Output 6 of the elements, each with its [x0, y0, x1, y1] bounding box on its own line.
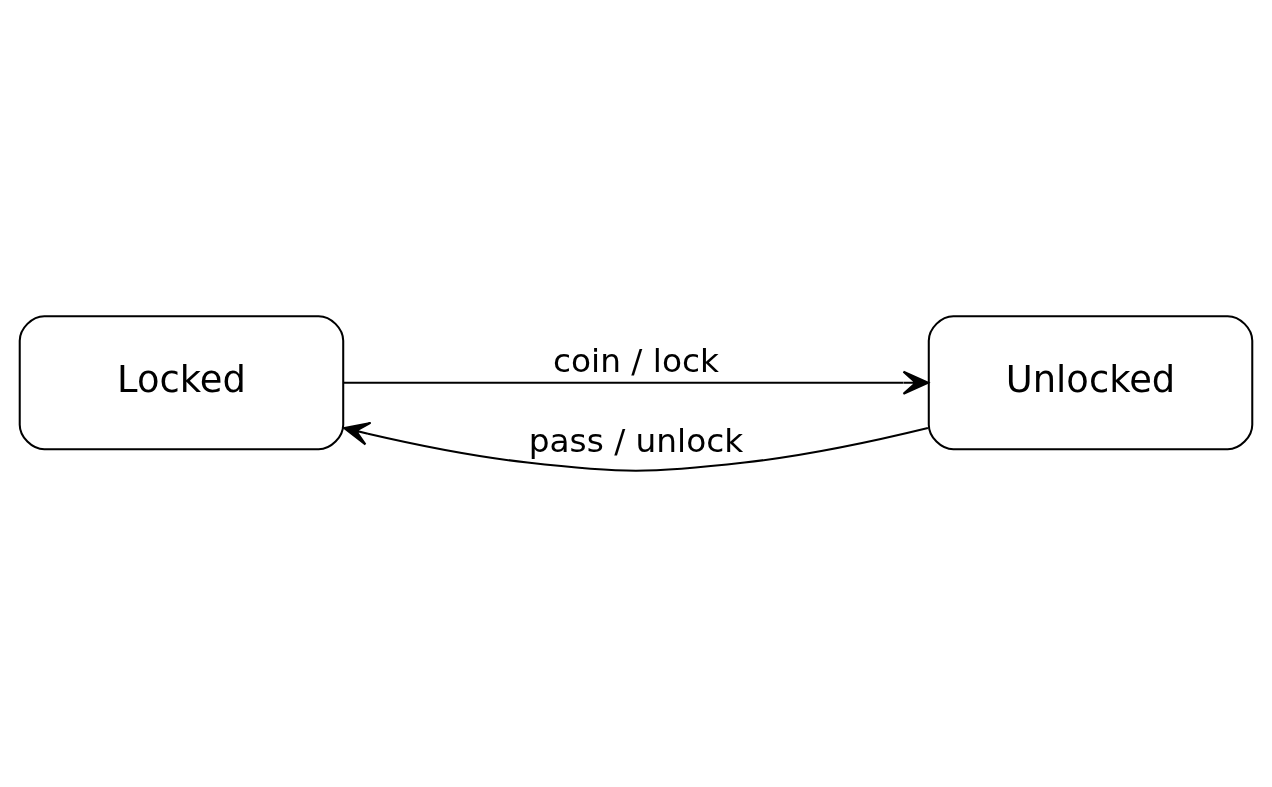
edge-label: coin / lock [553, 342, 719, 381]
node-box: Locked [18, 315, 345, 451]
edge-label: pass / unlock [528, 421, 744, 460]
arrow [343, 421, 929, 472]
node-box: Unlocked [927, 315, 1254, 451]
arrow [343, 370, 930, 395]
